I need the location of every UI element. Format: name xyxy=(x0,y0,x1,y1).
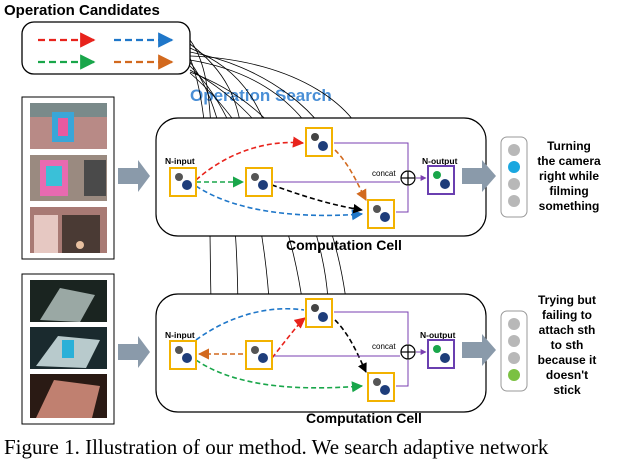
svg-text:something: something xyxy=(539,199,600,213)
edge-blue-2 xyxy=(195,307,305,341)
node-2-b xyxy=(305,298,333,328)
node-2-c xyxy=(367,372,395,402)
edge-black-1 xyxy=(271,184,363,214)
operation-candidates-title: Operation Candidates xyxy=(4,2,160,19)
computation-cell-label-1: Computation Cell xyxy=(286,237,402,253)
svg-text:because it: because it xyxy=(538,353,597,367)
node-output-2 xyxy=(427,339,455,369)
node-1-c xyxy=(367,199,395,229)
input-arrow-1 xyxy=(118,160,150,192)
svg-text:attach sth: attach sth xyxy=(539,323,596,337)
operation-candidates-box xyxy=(21,21,191,75)
video-frames-1 xyxy=(21,96,115,260)
svg-text:stick: stick xyxy=(553,383,581,397)
node-output-1 xyxy=(427,165,455,195)
concat-label-1: concat xyxy=(372,169,396,178)
node-1-b xyxy=(305,127,333,157)
svg-text:Turning: Turning xyxy=(547,139,591,153)
video-frames-2 xyxy=(21,273,115,425)
edge-red-1 xyxy=(195,136,305,181)
node-input-1 xyxy=(169,167,197,197)
svg-text:Trying but: Trying but xyxy=(538,293,596,307)
output-arrow-1 xyxy=(462,160,496,192)
svg-text:failing to: failing to xyxy=(542,308,592,322)
node-1-a xyxy=(245,167,273,197)
n-output-label-2: N-output xyxy=(420,330,456,340)
prediction-vector-2 xyxy=(500,310,528,392)
svg-text:filming: filming xyxy=(549,184,588,198)
svg-text:right while: right while xyxy=(539,169,599,183)
svg-text:doesn't: doesn't xyxy=(546,368,588,382)
edge-red-2 xyxy=(271,317,306,359)
computation-cell-label-2: Computation Cell xyxy=(306,410,422,426)
svg-text:the camera: the camera xyxy=(537,154,601,168)
n-input-label-2: N-input xyxy=(165,330,195,340)
edge-blue-1 xyxy=(195,185,364,221)
svg-text:to sth: to sth xyxy=(551,338,584,352)
concat-label-2: concat xyxy=(372,342,396,351)
node-input-2 xyxy=(169,340,197,370)
output-arrow-2 xyxy=(462,334,496,366)
prediction-vector-1 xyxy=(500,136,528,218)
action-label-1: Turning the camera right while filming s… xyxy=(537,139,601,213)
figure-caption: Figure 1. Illustration of our method. We… xyxy=(4,435,549,459)
action-label-2: Trying but failing to attach sth to sth … xyxy=(538,293,597,397)
input-arrow-2 xyxy=(118,336,150,368)
n-output-label-1: N-output xyxy=(422,156,458,166)
edge-green-2 xyxy=(195,359,364,393)
node-2-a xyxy=(245,340,273,370)
n-input-label-1: N-input xyxy=(165,156,195,166)
